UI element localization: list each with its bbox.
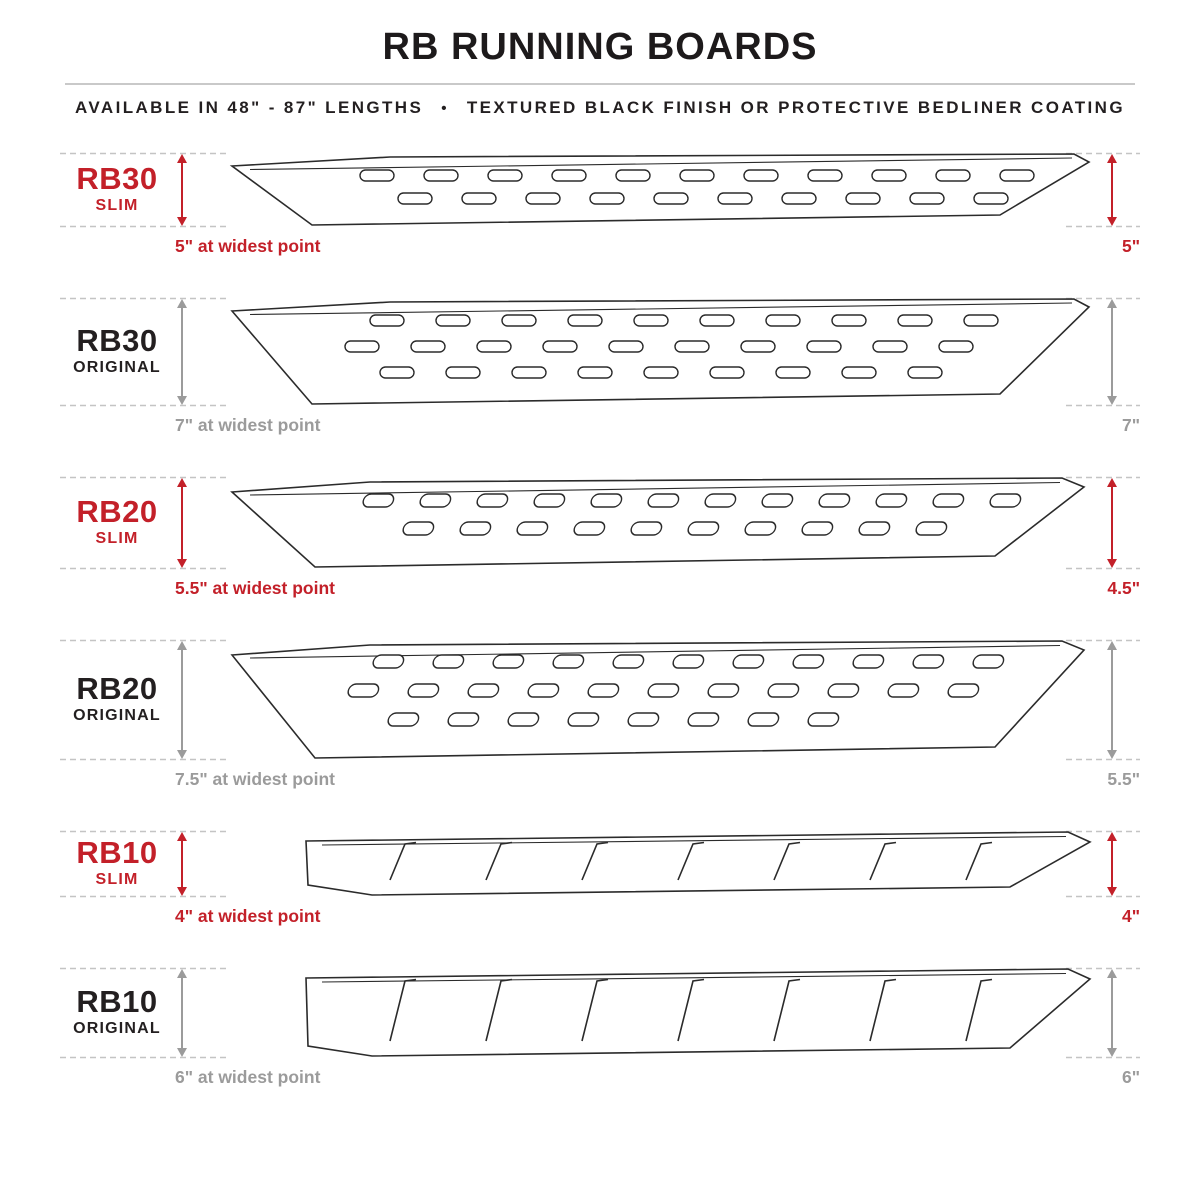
left-dimension-arrow [177,154,187,226]
right-dimension-arrow [1107,969,1117,1057]
widest-point-label: 6" at widest point [175,1067,321,1087]
model-name: RB10 [76,984,158,1019]
board-drawing [230,640,1086,759]
widest-point-label: 5.5" at widest point [175,578,335,598]
dimension-caption: 6" at widest point 6" [0,1059,1200,1088]
dimension-caption: 5.5" at widest point 4.5" [0,570,1200,599]
widest-point-label: 7" at widest point [175,415,321,435]
board-diagram-rb30-slim [60,152,1140,228]
left-dimension-arrow [177,478,187,568]
width-label: 7" [1121,415,1140,435]
right-dimension-arrow [1107,832,1117,896]
subtitle-lengths: AVAILABLE IN 48" - 87" LENGTHS [75,98,424,117]
left-dimension-arrow [177,299,187,405]
right-dimension-arrow [1107,478,1117,568]
board-diagram-rb30-original [60,297,1140,407]
dimension-caption: 4" at widest point 4" [0,898,1200,927]
board-drawing [229,153,1091,226]
left-dimension-arrow [177,641,187,759]
board-diagram-rb20-original [60,639,1140,761]
board-diagram-rb20-slim [60,476,1140,570]
right-dimension-arrow [1107,154,1117,226]
dimension-guide-dashes [60,830,1140,898]
subtitle-finish: TEXTURED BLACK FINISH OR PROTECTIVE BEDL… [466,98,1125,117]
board-drawing [230,477,1086,568]
model-variant: ORIGINAL [73,1020,161,1037]
model-name: RB20 [76,494,158,529]
width-label: 4" [1121,906,1140,926]
board-drawing [230,298,1091,405]
subtitle: AVAILABLE IN 48" - 87" LENGTHS • TEXTURED … [0,98,1200,118]
title-divider [65,83,1135,85]
width-label: 6" [1121,1067,1140,1087]
model-name: RB30 [76,323,158,358]
dimension-guide-dashes [60,967,1140,1059]
dimension-guide-dashes [60,639,1140,761]
widest-point-label: 7.5" at widest point [175,769,335,789]
dimension-caption: 7" at widest point 7" [0,407,1200,436]
dimension-guide-dashes [60,297,1140,407]
model-variant: ORIGINAL [73,707,161,724]
model-name: RB30 [76,161,158,196]
dimension-guide-dashes [60,476,1140,570]
dimension-caption: 7.5" at widest point 5.5" [0,761,1200,790]
model-name: RB10 [76,835,158,870]
model-variant: SLIM [95,197,139,214]
dimension-guide-dashes [60,152,1140,228]
page-title: RB RUNNING BOARDS [382,26,818,68]
width-label: 5.5" [1107,769,1140,789]
model-name: RB20 [76,671,158,706]
model-variant: SLIM [95,871,139,888]
model-variant: SLIM [95,530,139,547]
right-dimension-arrow [1107,299,1117,405]
subtitle-separator: • [441,100,449,117]
width-label: 4.5" [1107,578,1140,598]
widest-point-label: 4" at widest point [175,906,321,926]
dimension-caption: 5" at widest point 5" [0,228,1200,257]
board-drawing [305,968,1092,1057]
board-diagram-rb10-original [60,967,1140,1059]
left-dimension-arrow [177,969,187,1057]
model-variant: ORIGINAL [73,359,161,376]
page-header: RB RUNNING BOARDS AVAILABLE IN 48" - 87"… [0,0,1200,118]
width-label: 5" [1121,236,1140,256]
widest-point-label: 5" at widest point [175,236,321,256]
board-diagram-rb10-slim [60,830,1140,898]
board-drawing [305,831,1092,896]
right-dimension-arrow [1107,641,1117,759]
left-dimension-arrow [177,832,187,896]
